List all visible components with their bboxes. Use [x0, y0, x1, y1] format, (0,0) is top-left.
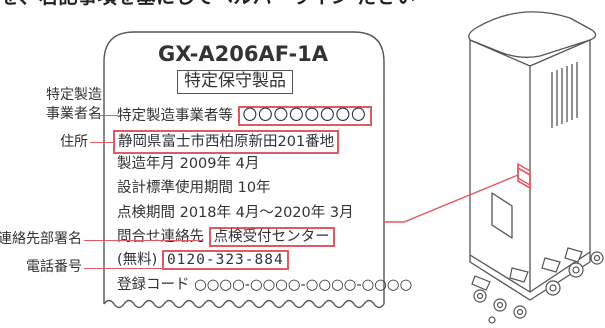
callout-dept: 連絡先部署名 — [0, 231, 82, 247]
label-title: 特定保守製品 — [177, 70, 293, 94]
registration-code: 登録コード ○○○○-○○○○-○○○○-○○○○ — [117, 277, 413, 293]
callout-maker-line1: 特定製造 — [46, 87, 102, 103]
manufacturer-value: 〇〇〇〇〇〇〇〇 — [237, 106, 372, 126]
phone-row: (無料) 0120-323-884 — [117, 250, 289, 270]
callout-dept-leader — [84, 240, 202, 241]
design-period: 設計標準使用期間 10年 — [117, 180, 271, 196]
inspection-period: 点検期間 2018年 4月～2020年 3月 — [117, 205, 354, 221]
callout-maker-line2: 事業者名 — [46, 106, 102, 122]
callout-phone: 電話番号 — [26, 259, 82, 275]
callout-address-leader — [90, 142, 114, 143]
model-number: GX-A206AF-1A — [157, 42, 329, 66]
callout-maker-leader — [90, 115, 118, 116]
contact-prefix: 問合せ連絡先 — [117, 229, 204, 245]
manufacture-date: 製造年月 2009年 4月 — [117, 156, 260, 172]
phone-value: 0120-323-884 — [161, 250, 289, 270]
manufacturer-prefix: 特定製造事業者等 — [117, 108, 233, 124]
caption-top: を、右記事項を基にしてヘルパーウイン ださい — [0, 0, 605, 8]
free-prefix: (無料) — [117, 252, 158, 268]
manufacturer-row: 特定製造事業者等 〇〇〇〇〇〇〇〇 — [117, 106, 372, 126]
contact-row: 問合せ連絡先 点検受付センター — [117, 227, 335, 247]
contact-dept: 点検受付センター — [208, 227, 335, 247]
address-value: 静岡県富士市西柏原新田201番地 — [113, 130, 340, 154]
callout-phone-leader — [84, 268, 184, 269]
callout-address: 住所 — [60, 134, 88, 150]
callout-maker: 特定製造 事業者名 — [0, 86, 102, 124]
